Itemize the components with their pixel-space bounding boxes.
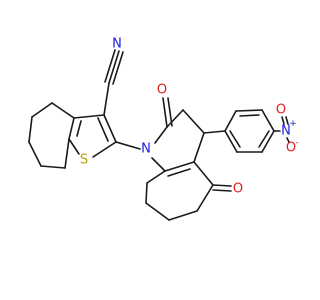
lower-carbonyl-oxygen-label: O [233, 182, 243, 197]
molecule-canvas: N S N O O N + O O - [28, 37, 299, 221]
structure-diagram: N S N O O N + O O - [28, 37, 299, 221]
nitro-bonds [281, 116, 290, 143]
atom-labels: N S N O O N + O O - [80, 37, 299, 197]
upper-carbonyl-oxygen-label: O [157, 83, 167, 98]
bond-lines [28, 49, 281, 221]
nitro-nitrogen-charge: + [289, 119, 297, 129]
nitro-oxygen-charge: - [295, 138, 298, 148]
nitro-right-oxygen-label: O [286, 141, 296, 156]
thiophene-sulfur-label: S [80, 153, 88, 168]
nitro-top-oxygen-label: O [276, 103, 286, 118]
nitro-nitrogen-label: N [281, 124, 291, 139]
ring-nitrogen-label: N [141, 142, 151, 157]
nitrile-nitrogen-label: N [112, 37, 122, 52]
